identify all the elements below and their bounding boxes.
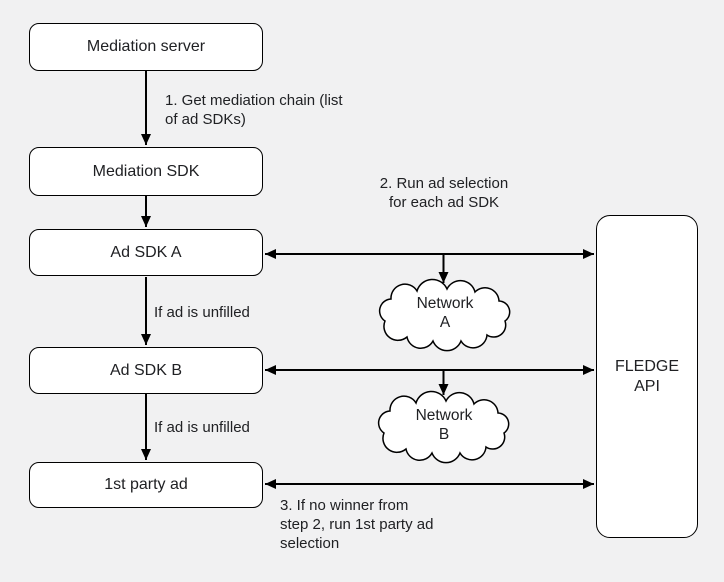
node-ad-sdk-b: Ad SDK B — [29, 347, 263, 394]
network-a-label: Network A — [416, 295, 474, 331]
network-b-label: Network B — [415, 407, 473, 443]
node-ad-sdk-a: Ad SDK A — [29, 229, 263, 276]
annotation-unfilled-a: If ad is unfilled — [154, 304, 250, 321]
annotation-step3: 3. If no winner from step 2, run 1st par… — [280, 497, 434, 552]
node-fledge-api: FLEDGE API — [596, 215, 698, 538]
annotation-step2: 2. Run ad selection for each ad SDK — [379, 175, 509, 211]
node-first-party-ad: 1st party ad — [29, 462, 263, 508]
node-mediation-sdk: Mediation SDK — [29, 147, 263, 196]
annotation-step1: 1. Get mediation chain (list of ad SDKs) — [165, 92, 343, 128]
node-mediation-server: Mediation server — [29, 23, 263, 71]
annotation-unfilled-b: If ad is unfilled — [154, 419, 250, 436]
network-a-cloud-shape — [378, 278, 511, 352]
network-b-cloud-shape — [377, 390, 510, 464]
